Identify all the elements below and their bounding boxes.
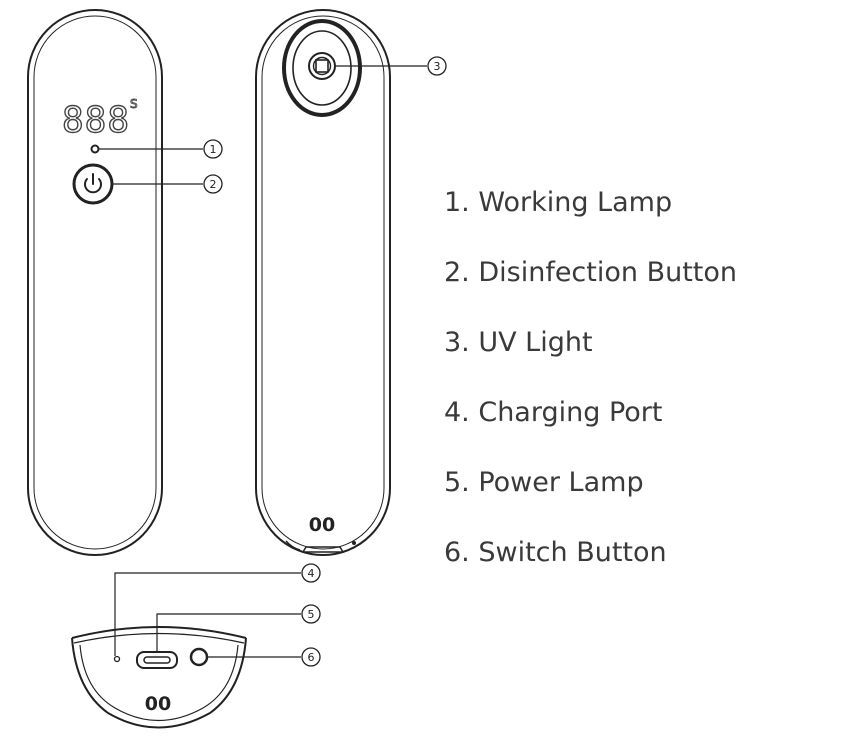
back-body-outline — [255, 9, 391, 556]
svg-text:4: 4 — [308, 567, 315, 580]
display-digits: 888 — [62, 100, 130, 141]
callout-lines — [99, 65, 427, 658]
front-view — [27, 9, 163, 556]
base-logo: 00 — [145, 693, 171, 715]
base-shell — [71, 637, 247, 729]
front-body-outline — [27, 9, 163, 556]
svg-text:3: 3 — [434, 60, 441, 73]
disinfection-button — [72, 163, 114, 205]
base-top-rim — [71, 626, 247, 639]
back-body-inner — [261, 15, 385, 550]
parts-legend: 1. Working Lamp 2. Disinfection Button 3… — [444, 180, 737, 600]
svg-text:1: 1 — [210, 143, 217, 156]
power-icon — [84, 173, 102, 194]
callout-3: 3 — [427, 56, 447, 76]
charging-port — [136, 651, 178, 669]
back-bottom-detail — [285, 540, 356, 553]
power-lamp-dot — [113, 655, 121, 663]
legend-item-switch-button: 6. Switch Button — [444, 537, 667, 568]
working-lamp-dot — [90, 144, 100, 154]
display-unit: S — [130, 97, 138, 111]
callout-6: 6 — [301, 647, 321, 667]
svg-text:6: 6 — [308, 651, 315, 664]
callout-1: 1 — [203, 139, 223, 159]
svg-text:5: 5 — [308, 608, 315, 621]
legend-item-working-lamp: 1. Working Lamp — [444, 187, 673, 218]
base-view — [71, 626, 247, 729]
legend-item-disinfection-button: 2. Disinfection Button — [444, 257, 738, 288]
svg-text:2: 2 — [210, 178, 217, 191]
back-logo: 00 — [309, 514, 335, 536]
callout-2: 2 — [203, 174, 223, 194]
legend-item-uv-light: 3. UV Light — [444, 327, 593, 358]
callout-5: 5 — [301, 604, 321, 624]
uv-light — [282, 19, 362, 117]
back-view — [255, 9, 391, 556]
digital-display: 888 S — [61, 97, 138, 142]
switch-button — [189, 647, 209, 667]
front-body-inner — [33, 15, 157, 550]
legend-item-power-lamp: 5. Power Lamp — [444, 467, 644, 498]
callout-4: 4 — [301, 563, 321, 583]
legend-item-charging-port: 4. Charging Port — [444, 397, 663, 428]
